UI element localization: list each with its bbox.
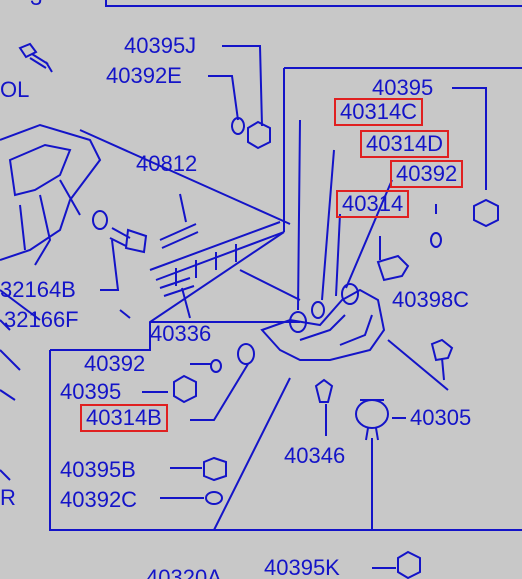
label-part-40346[interactable]: 40346: [284, 443, 346, 468]
leader-40812: [179, 193, 187, 223]
leader-40395j: [222, 45, 263, 127]
nut-40395k: [397, 550, 421, 579]
label-part-40336[interactable]: 40336: [150, 321, 212, 346]
leader-40395-right: [452, 87, 487, 190]
leader-32166f: [119, 309, 131, 319]
bushing-a: [289, 311, 307, 333]
bolt-top-left: [18, 42, 53, 73]
nut-40395b: [203, 456, 227, 482]
label-part-40395k[interactable]: 40395K: [264, 555, 340, 579]
label-part-40392-right[interactable]: 40392: [389, 160, 464, 188]
label-part-40392e[interactable]: 40392E: [106, 63, 182, 88]
arm-inner: [299, 314, 373, 346]
bushing-b: [311, 301, 325, 319]
arm-body: [260, 288, 386, 361]
label-part-40398c[interactable]: 40398C: [392, 287, 470, 312]
leader-40392e: [208, 75, 239, 121]
ball-joint-stem: [360, 399, 384, 441]
bracket-lines: [0, 289, 41, 481]
label-part-40314c[interactable]: 40314C: [333, 98, 424, 126]
bracket-arm: [19, 179, 81, 266]
bolt-right: [430, 338, 454, 381]
label-part-32166f[interactable]: 32166F: [4, 307, 79, 332]
label-part-40314d[interactable]: 40314D: [359, 130, 450, 158]
nut-right: [473, 198, 499, 228]
shaft-lower: [159, 277, 195, 297]
label-part-40395-left[interactable]: 40395: [60, 379, 122, 404]
shaft-diagonal: [79, 129, 301, 301]
frame-top-line: [105, 0, 522, 7]
nut-40395-left: [173, 374, 197, 404]
label-part-40812[interactable]: 40812: [136, 151, 198, 176]
washer-40392c: [205, 491, 223, 505]
shaft-upper: [159, 223, 199, 249]
washer-left: [92, 210, 108, 230]
nut-top: [247, 120, 271, 150]
leader-40336: [181, 287, 191, 319]
ball-joint-40305: [355, 399, 389, 429]
label-part-32164b[interactable]: 32164B: [0, 277, 76, 302]
bushing-c: [341, 283, 359, 305]
washer-top: [231, 117, 245, 135]
label-fragment-ol: OL: [0, 77, 30, 102]
washer-right: [430, 232, 442, 248]
label-part-40392c[interactable]: 40392C: [60, 487, 138, 512]
label-part-40314b[interactable]: 40314B: [80, 404, 168, 432]
shaft-main: [149, 221, 285, 286]
label-part-40314[interactable]: 40314: [335, 190, 410, 218]
leaders-right: [297, 119, 393, 311]
label-part-40395b[interactable]: 40395B: [60, 457, 136, 482]
bracket-outline: [0, 123, 102, 261]
label-fragment-bottom: 40320A: [146, 565, 222, 579]
washer-40392-left: [210, 359, 222, 373]
label-fragment-r: R: [0, 485, 16, 510]
bolt-left: [109, 227, 148, 254]
part-40346: [314, 378, 334, 403]
label-fragment-top: 3: [30, 0, 42, 10]
pin-40314b: [237, 343, 255, 365]
label-part-40395-right[interactable]: 40395: [372, 75, 434, 100]
bracket-inner: [8, 143, 72, 197]
bushing-40398c: [376, 254, 410, 282]
leader-bolt-right: [387, 339, 449, 391]
label-part-40392-left[interactable]: 40392: [84, 351, 146, 376]
leader-long-a: [213, 377, 373, 531]
leader-40314b: [190, 363, 249, 421]
label-part-40395j[interactable]: 40395J: [124, 33, 197, 58]
leader-32164b: [100, 239, 120, 291]
label-part-40305[interactable]: 40305: [410, 405, 472, 430]
frame-inner-box: [49, 67, 522, 531]
